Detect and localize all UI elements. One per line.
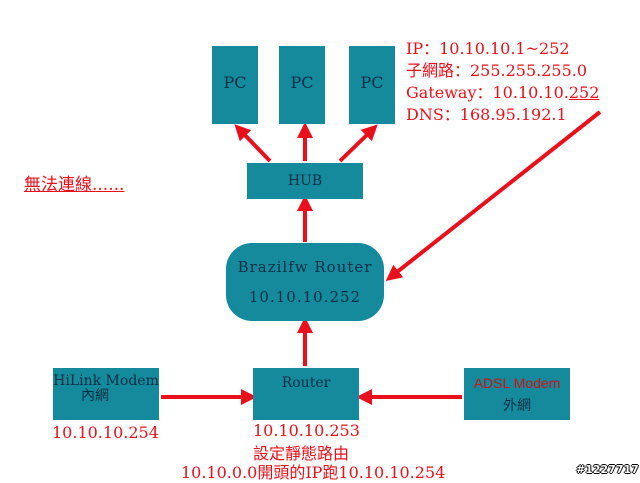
pc-1-label: PC — [223, 72, 247, 92]
pc-1: PC — [212, 46, 258, 124]
hilink-modem-name: HiLink Modem — [53, 373, 159, 389]
pc-2: PC — [279, 46, 325, 124]
pc-3: PC — [349, 46, 395, 124]
static-route-note: 設定靜態路由 — [253, 444, 350, 463]
hilink-modem-node: HiLink Modem 內網 — [53, 368, 159, 420]
router-node: Router — [253, 368, 359, 420]
pc-3-label: PC — [360, 72, 384, 92]
hub-label: HUB — [287, 173, 323, 189]
static-route-detail: 10.10.0.0開頭的IP跑10.10.10.254 — [181, 463, 446, 482]
config-gateway: Gateway：10.10.10.252 — [406, 82, 599, 104]
adsl-modem-node: ADSL Modem 外網 — [464, 368, 570, 420]
adsl-modem-zone: 外網 — [503, 398, 531, 414]
brazilfw-router-node: Brazilfw Router 10.10.10.252 — [226, 243, 384, 321]
config-ip: IP：10.10.10.1~252 — [406, 39, 570, 58]
config-gateway-suffix: 252 — [568, 83, 600, 102]
config-subnet: 子網路：255.255.255.0 — [406, 61, 588, 80]
arrow-hub-to-pc3 — [338, 124, 378, 163]
no-connection-text: 無法連線...... — [24, 175, 125, 195]
pc-2-label: PC — [290, 72, 314, 92]
arrow-config-to-brazil — [385, 110, 602, 281]
arrow-hub-to-pc1 — [234, 124, 272, 163]
config-dns: DNS：168.95.192.1 — [406, 105, 567, 124]
router-ip-label: 10.10.10.253 — [253, 421, 360, 440]
hilink-modem-zone: 內網 — [81, 388, 109, 404]
router-name: Router — [281, 375, 331, 391]
hub-node: HUB — [247, 163, 363, 199]
adsl-modem-name: ADSL Modem — [473, 375, 561, 391]
watermark: #1227717 — [576, 463, 639, 476]
config-gateway-prefix: Gateway：10.10.10. — [406, 83, 569, 102]
brazilfw-router-ip: 10.10.10.252 — [248, 288, 362, 306]
brazilfw-router-name: Brazilfw Router — [237, 258, 373, 276]
hilink-ip-label: 10.10.10.254 — [52, 423, 159, 442]
